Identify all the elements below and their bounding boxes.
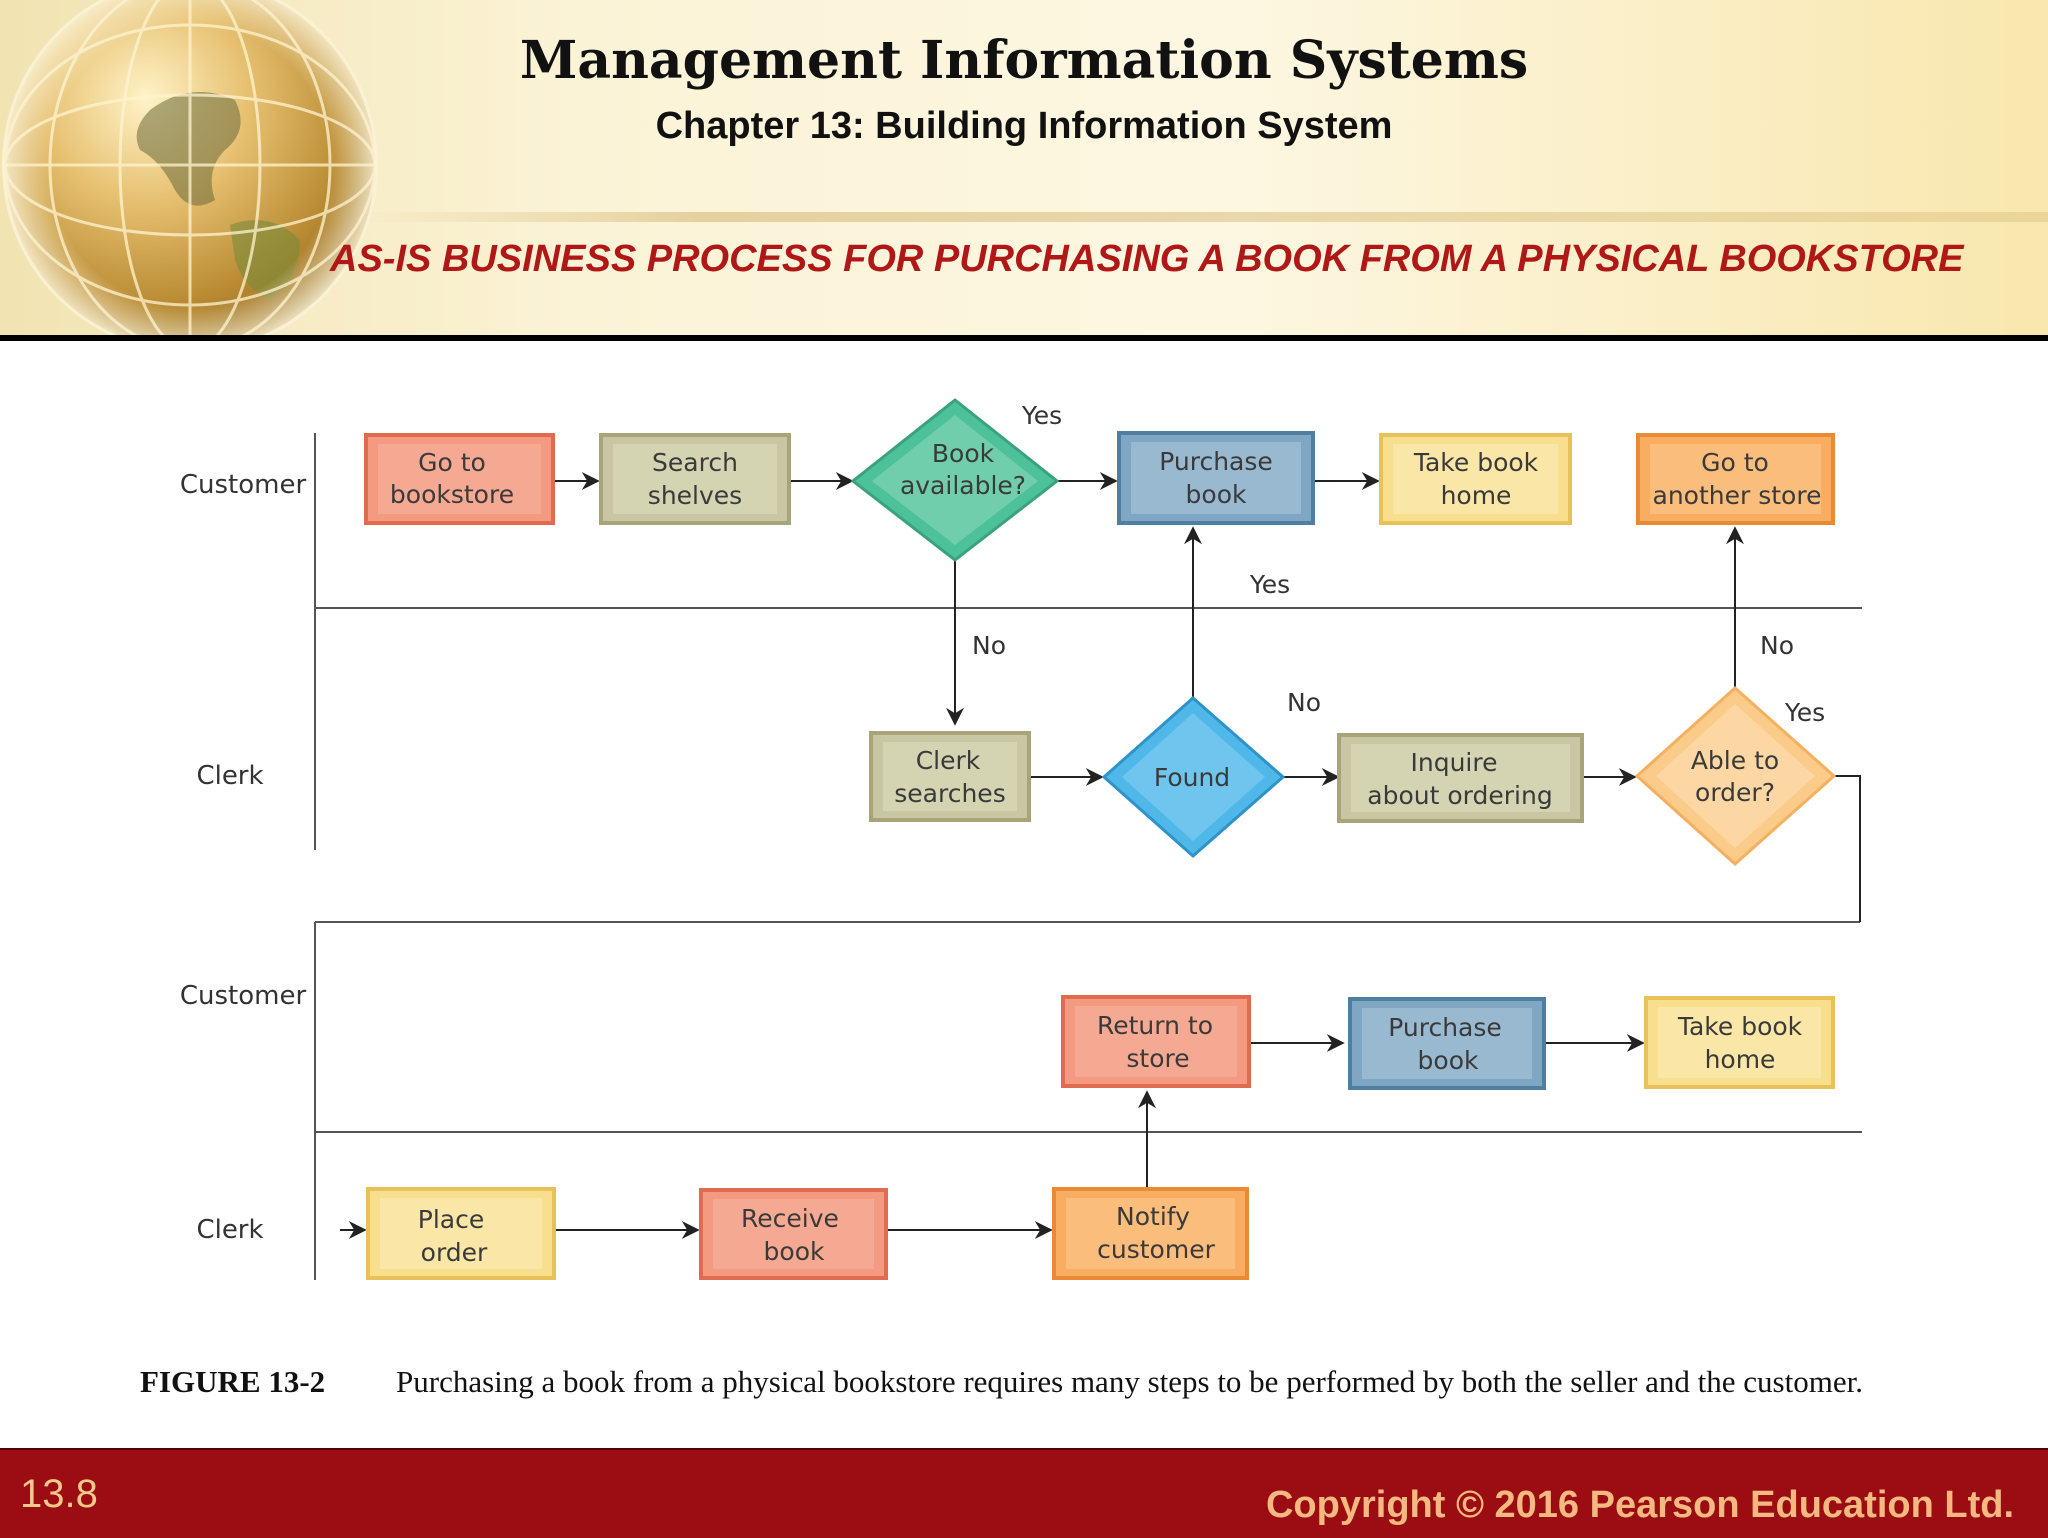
node-found-decision: Found [1101,695,1286,859]
node-label-line: store [1126,1044,1189,1073]
node-label-line: book [1418,1046,1479,1075]
copyright-notice: Copyright © 2016 Pearson Education Ltd. [1265,1484,2014,1526]
node-label-line: searches [894,779,1005,808]
node-label-line: Purchase [1159,447,1273,476]
node-label-line: Take book [1413,448,1539,477]
node-place-order: Place order [366,1187,556,1280]
process-flow-diagram: Customer Clerk Customer Clerk Yes No Yes… [180,398,1862,1280]
node-label-line: home [1705,1045,1776,1074]
slide-number: 13.8 [20,1472,98,1516]
node-go-to-bookstore: Go to bookstore [364,433,555,525]
node-able-to-order-decision: Able to order? [1634,685,1837,867]
node-label-line: another store [1653,481,1822,510]
node-label-line: Go to [418,448,486,477]
node-purchase-book-2: Purchase book [1348,997,1546,1090]
node-label-line: Able to [1691,746,1779,775]
node-go-to-another-store: Go to another store [1636,433,1835,525]
node-label-line: Go to [1701,448,1769,477]
node-label-line: bookstore [390,480,514,509]
node-label-line: Return to [1097,1011,1213,1040]
node-label-line: book [1186,480,1247,509]
lane-label-customer-2: Customer [180,981,307,1011]
node-notify-customer: Notify customer [1052,1187,1249,1280]
node-label-line: customer [1097,1235,1215,1264]
edge-label-available-no: No [972,631,1006,660]
slide-footer: 13.8 Copyright © 2016 Pearson Education … [0,1448,2048,1538]
slide-heading: AS-IS BUSINESS PROCESS FOR PURCHASING A … [330,238,1964,280]
node-label-line: Book [932,439,995,468]
edge-label-order-yes: Yes [1784,698,1825,727]
figure-label: FIGURE 13-2 [140,1364,326,1399]
node-inquire-about-ordering: Inquire about ordering [1337,733,1584,823]
node-take-book-home-1: Take book home [1379,433,1572,525]
node-label-line: Clerk [916,746,981,775]
node-search-shelves: Search shelves [599,433,791,525]
node-receive-book: Receive book [699,1188,888,1280]
node-label-line: about ordering [1367,781,1552,810]
page-title: Management Information Systems [519,30,1529,91]
node-label-line: book [764,1237,825,1266]
globe-logo-icon [2,0,378,335]
node-label-line: Search [652,448,738,477]
slide-header: Management Information Systems Chapter 1… [0,0,2048,341]
chapter-subtitle: Chapter 13: Building Information System [655,105,1393,147]
edge-label-available-yes: Yes [1021,401,1062,430]
node-label-line: Purchase [1388,1013,1502,1042]
lane-label-clerk-2: Clerk [196,1215,263,1245]
node-label-line: Take book [1677,1012,1803,1041]
header-stripe [360,212,2048,222]
node-label-line: order [421,1238,488,1267]
node-label-line: available? [900,471,1026,500]
node-book-available-decision: Book available? [850,398,1060,562]
figure-caption-text: Purchasing a book from a physical bookst… [396,1364,1863,1399]
flow-arrows [340,472,1861,1239]
node-label-line: shelves [648,481,742,510]
node-label-line: Place [418,1205,484,1234]
node-purchase-book-1: Purchase book [1117,431,1315,525]
edge-label-found-yes: Yes [1249,570,1290,599]
node-label-line: Found [1154,763,1230,792]
edge-label-found-no: No [1287,688,1321,717]
node-label-line: order? [1695,778,1775,807]
edge-label-order-no: No [1760,631,1794,660]
node-label-line: Notify [1116,1202,1190,1231]
node-label-line: Inquire [1411,748,1498,777]
lane-label-customer-1: Customer [180,470,307,500]
node-return-to-store: Return to store [1061,995,1251,1088]
node-clerk-searches: Clerk searches [869,731,1031,822]
node-take-book-home-2: Take book home [1644,996,1835,1089]
node-label-line: home [1441,481,1512,510]
swimlane-lines [314,433,1862,1280]
node-label-line: Receive [741,1204,839,1233]
lane-label-clerk-1: Clerk [196,761,263,791]
